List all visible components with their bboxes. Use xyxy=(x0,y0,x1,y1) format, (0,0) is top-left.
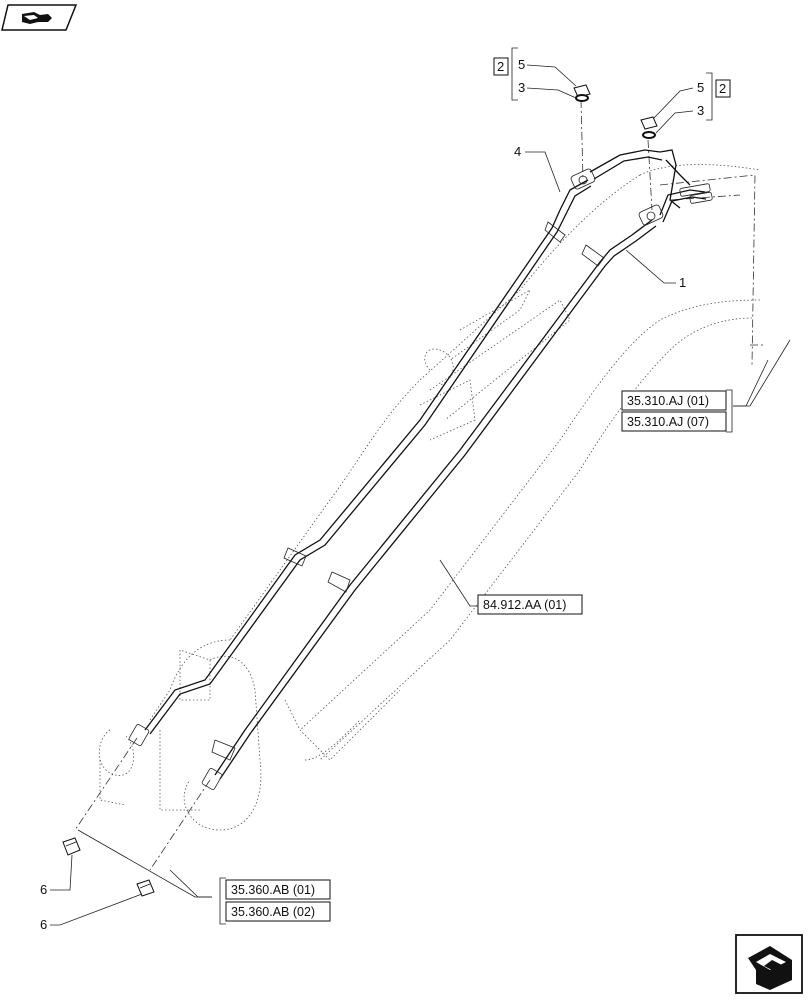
ref-84912-01-label[interactable]: 84.912.AA (01) xyxy=(483,598,566,612)
bracket-top xyxy=(493,47,518,101)
callout-1: 1 xyxy=(679,275,686,290)
ref-box-35310-01[interactable] xyxy=(621,390,727,411)
boom-outline xyxy=(98,164,761,831)
callout-5-right: 5 xyxy=(697,80,704,95)
bracket-right xyxy=(706,72,731,121)
callout-3-right: 3 xyxy=(697,103,704,118)
pipe-4 xyxy=(144,149,663,735)
callout-6-upper: 6 xyxy=(40,882,47,897)
pipe-1 xyxy=(214,149,707,780)
bracket-ref-right xyxy=(726,389,733,433)
plug-right xyxy=(640,116,658,139)
callout-6-lower: 6 xyxy=(40,917,47,932)
bracket-bottom xyxy=(219,877,226,925)
nut-upper xyxy=(62,837,81,856)
callout-5-top: 5 xyxy=(518,57,525,72)
fittings xyxy=(128,168,713,790)
ref-35310-01-label[interactable]: 35.310.AJ (01) xyxy=(627,394,709,408)
callout-3-top: 3 xyxy=(518,80,525,95)
leader-lines xyxy=(50,64,791,926)
clamps xyxy=(211,221,605,761)
ref-box-35310-07[interactable] xyxy=(621,411,727,432)
ref-box-35360-01[interactable] xyxy=(225,879,331,900)
previous-page-icon[interactable] xyxy=(1,4,78,31)
callout-4: 4 xyxy=(514,144,521,159)
ref-35360-02-label[interactable]: 35.360.AB (02) xyxy=(231,905,315,919)
nut-lower xyxy=(136,879,155,897)
callout-2-right: 2 xyxy=(719,81,726,96)
ref-box-35360-02[interactable] xyxy=(225,901,331,922)
center-lines xyxy=(74,99,765,871)
plug-top xyxy=(573,84,591,102)
next-page-icon[interactable] xyxy=(735,934,803,994)
callout-2-top: 2 xyxy=(497,59,504,74)
ref-35360-01-label[interactable]: 35.360.AB (01) xyxy=(231,883,315,897)
ref-box-84912-01[interactable] xyxy=(477,594,583,615)
ref-35310-07-label[interactable]: 35.310.AJ (07) xyxy=(627,415,709,429)
